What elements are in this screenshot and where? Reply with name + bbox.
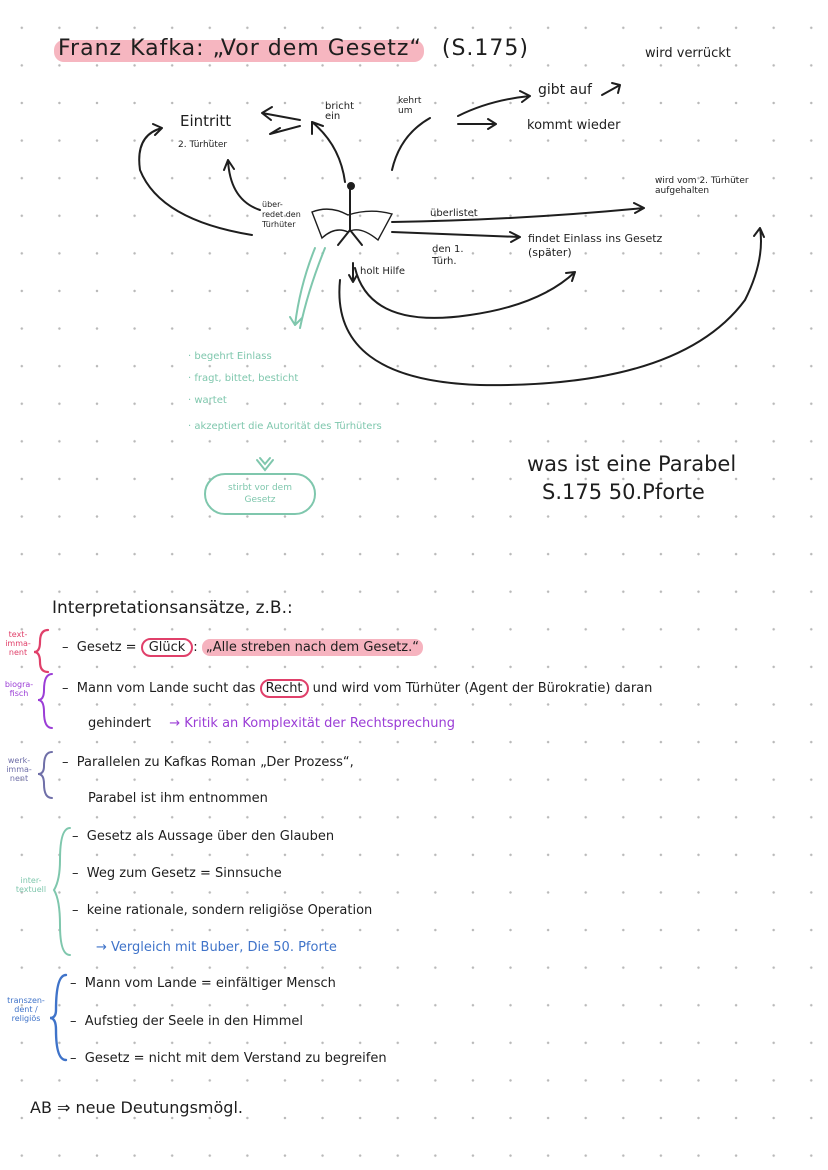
note-zweiter-tuerhueter: 2. Türhüter — [178, 140, 228, 150]
vergleich-note: → Vergleich mit Buber, Die 50. Pforte — [96, 940, 337, 955]
recht-circled: Recht — [259, 679, 309, 698]
arrow-kehrt-um — [391, 117, 431, 171]
note-findet-einlass: findet Einlass ins Gesetz (später) — [528, 232, 663, 259]
note-bricht-ein: bricht ein — [325, 101, 354, 122]
note-holt-hilfe: holt Hilfe — [360, 266, 406, 277]
note-wird-verrueckt: wird verrückt — [645, 46, 731, 61]
footer-note: AB ⇒ neue Deutungsmögl. — [30, 1098, 243, 1117]
interpretation-row: Parabel ist ihm entnommen — [88, 791, 268, 806]
margin-note-textimmanent: text-imma-nent — [5, 630, 31, 657]
mint-notes: · begehrt Einlass · fragt, bittet, besti… — [188, 346, 388, 434]
margin-note-werkimmanent: werk-imma-nent — [6, 756, 32, 783]
parabel-line-1: was ist eine Parabel — [527, 452, 737, 476]
quote-highlight: „Alle streben nach dem Gesetz.“ — [201, 639, 423, 656]
note-ueberredet: über-redet den Türhüter — [262, 200, 301, 229]
figure-wings — [311, 208, 394, 242]
interpretation-row: – Mann vom Lande sucht das Recht und wir… — [62, 679, 653, 698]
mint-note-item: · begehrt Einlass — [188, 351, 272, 362]
note-gibt-auf: gibt auf — [538, 82, 592, 98]
interpretation-row: gehindert → Kritik an Komplexität der Re… — [88, 716, 455, 731]
title-text: Franz Kafka: „Vor dem Gesetz“ — [58, 36, 422, 61]
note-kehrt-um: kehrt um — [398, 96, 422, 116]
interpretation-row: – Mann vom Lande = einfältiger Mensch — [70, 976, 336, 991]
note-eintritt: Eintritt — [180, 112, 232, 130]
note-kommt-wieder: kommt wieder — [527, 118, 621, 133]
mint-note-item: · wartet — [188, 395, 227, 406]
margin-note-transzendent: transzen-dent / religiös — [7, 996, 45, 1023]
interpretation-row: – Weg zum Gesetz = Sinnsuche — [72, 866, 282, 881]
mint-note-item: · akzeptiert die Autorität des Türhüters — [188, 421, 382, 432]
note-stirbt: stirbt vor dem Gesetz — [228, 483, 292, 505]
critique-note: → Kritik an Komplexität der Rechtsprechu… — [169, 716, 455, 731]
arrow-bricht-ein — [311, 121, 346, 183]
figure-man — [337, 189, 363, 246]
interpretation-row: – Gesetz als Aussage über den Glauben — [72, 829, 335, 844]
interpretation-row: – Gesetz = nicht mit dem Verstand zu beg… — [70, 1051, 387, 1066]
note-den-ersten: den 1. Türh. — [432, 244, 464, 267]
note-wird-aufgehalten: wird vom 2. Türhüter aufgehalten — [655, 176, 749, 196]
mint-note-item: · fragt, bittet, besticht — [188, 373, 299, 384]
page-title: Franz Kafka: „Vor dem Gesetz“ (S.175) — [58, 36, 529, 61]
margin-note-intertextuell: inter-textuell — [15, 876, 47, 894]
interpretation-row: – Aufstieg der Seele in den Himmel — [70, 1014, 303, 1029]
interpretation-row: – Parallelen zu Kafkas Roman „Der Prozes… — [62, 755, 354, 770]
note-ueberlistet: überlistet — [430, 208, 478, 219]
margin-note-biografisch: biogra-fisch — [4, 680, 34, 698]
title-highlight — [54, 40, 424, 62]
interpretation-row: – keine rationale, sondern religiöse Ope… — [72, 903, 373, 918]
interpretation-heading: Interpretationsansätze, z.B.: — [52, 598, 293, 618]
interpretation-row: – Gesetz = Glück: „Alle streben nach dem… — [62, 638, 423, 657]
glueck-circled: Glück — [140, 638, 194, 657]
parabel-line-2: S.175 50.Pforte — [542, 480, 705, 504]
title-page-ref: (S.175) — [441, 36, 529, 61]
